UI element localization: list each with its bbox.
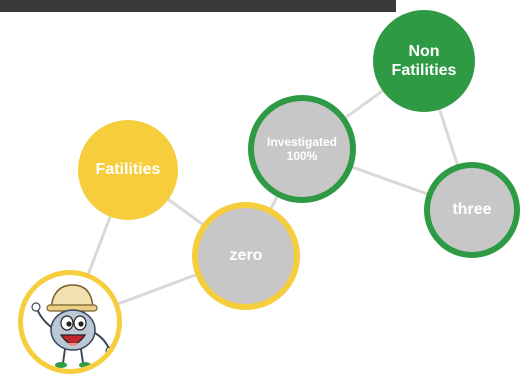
node-investigated: Investigated 100% xyxy=(248,95,356,203)
node-non-fatilities: Non Fatilities xyxy=(373,10,475,112)
node-three: three xyxy=(424,162,520,258)
mascot-illustration xyxy=(31,284,115,368)
node-zero-label: zero xyxy=(229,247,263,265)
node-investigated-label-line1: Investigated xyxy=(266,134,338,149)
node-mascot xyxy=(18,270,122,374)
node-three-label: three xyxy=(452,201,492,219)
node-zero: zero xyxy=(192,202,300,310)
node-non-fatilities-label-line1: Non xyxy=(408,42,440,60)
node-investigated-label-line2: 100% xyxy=(286,149,318,163)
node-fatilities-label: Fatilities xyxy=(95,161,161,179)
node-non-fatilities-label-line2: Fatilities xyxy=(391,62,457,79)
top-rule xyxy=(0,0,396,12)
node-fatilities: Fatilities xyxy=(78,120,178,220)
